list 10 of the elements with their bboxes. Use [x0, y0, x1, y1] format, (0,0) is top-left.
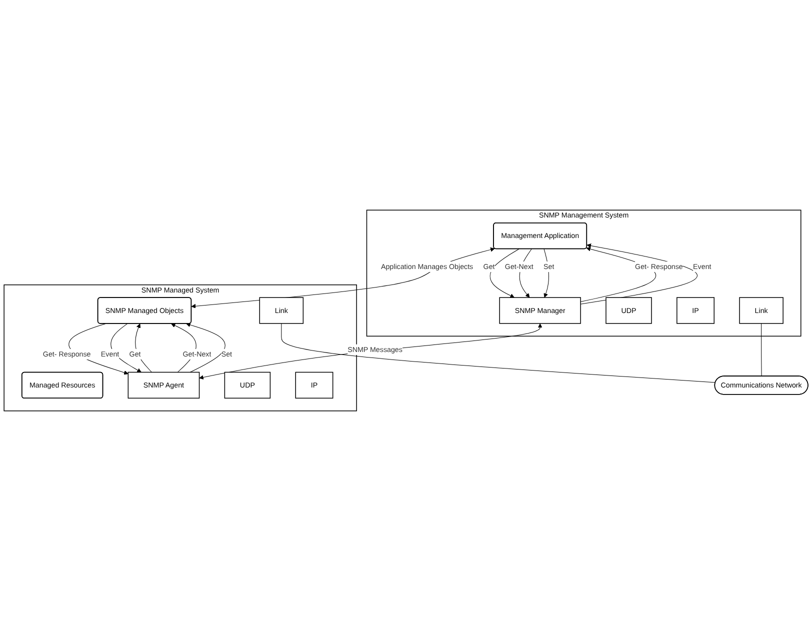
arrow — [544, 248, 549, 298]
arrow — [186, 322, 226, 372]
arrow — [68, 323, 128, 375]
arrow — [490, 248, 520, 298]
arrow — [135, 324, 152, 372]
arrow — [110, 323, 142, 372]
connector — [761, 323, 762, 377]
arrow — [199, 323, 542, 380]
connector — [281, 323, 716, 383]
arrow — [191, 247, 495, 308]
